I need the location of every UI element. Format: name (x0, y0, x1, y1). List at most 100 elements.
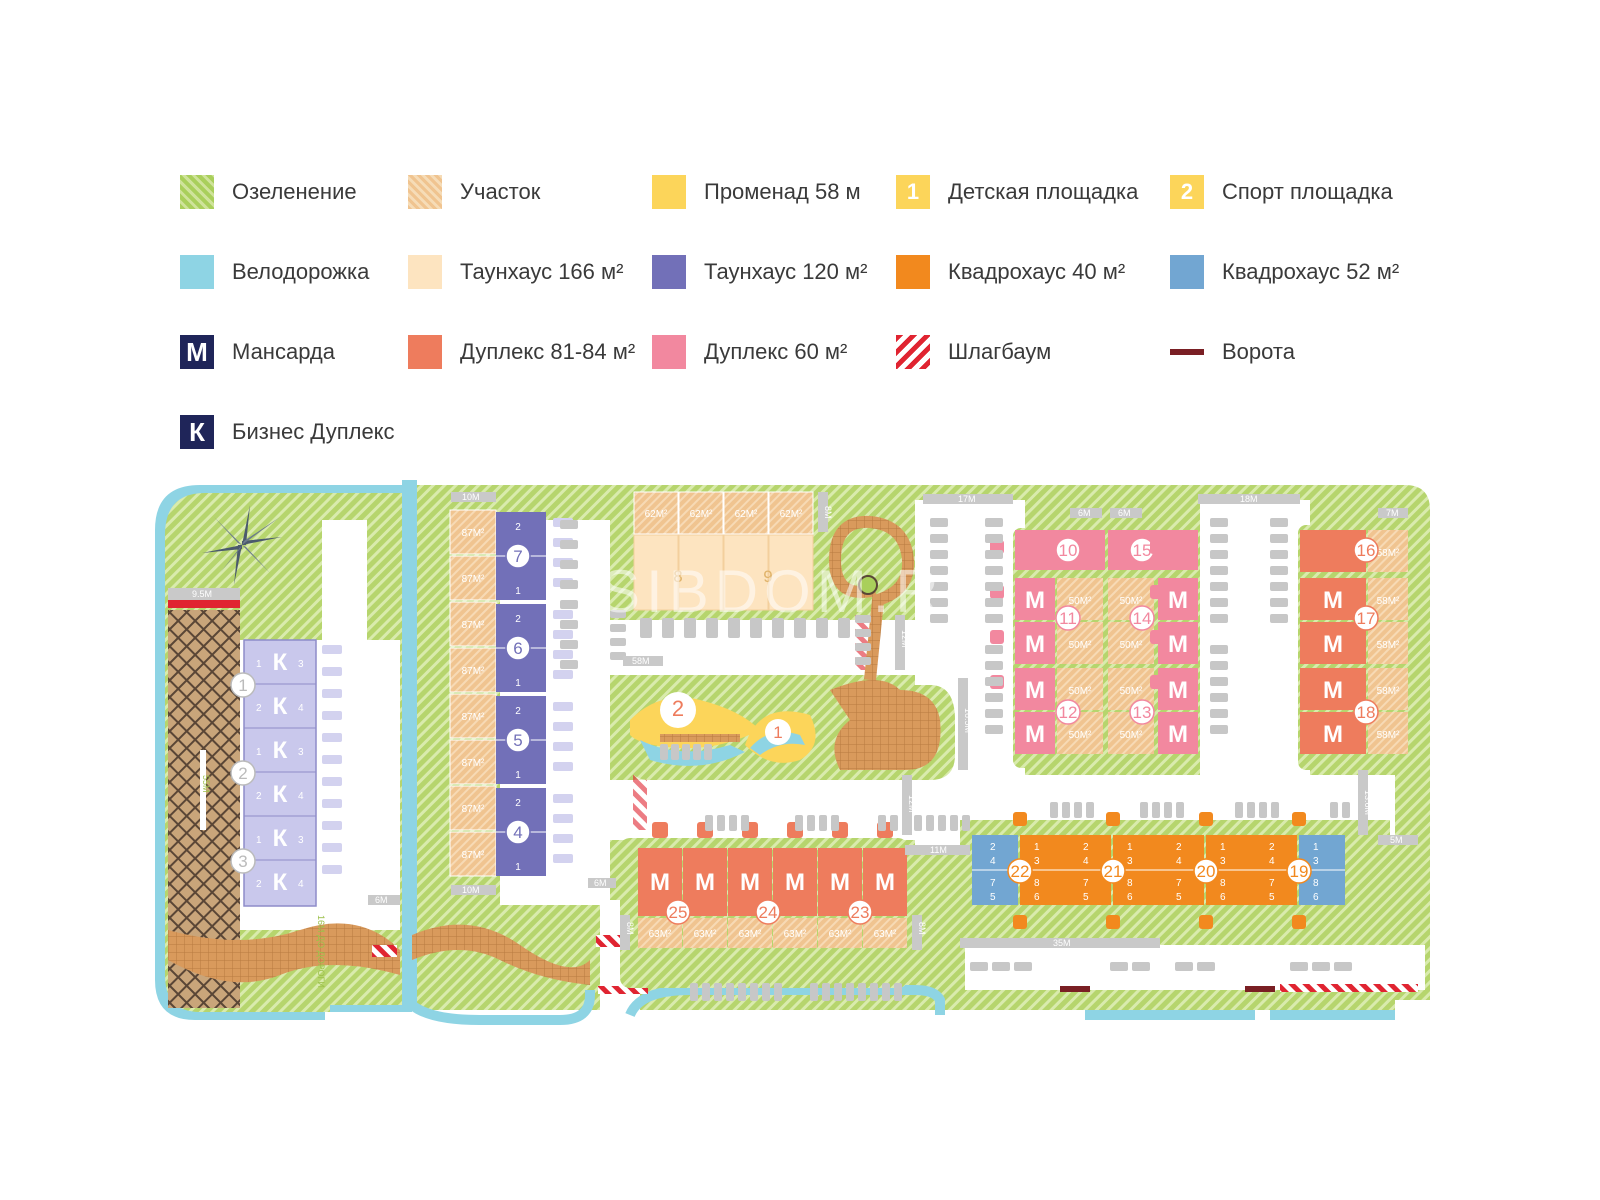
entrance-marker (1150, 630, 1164, 644)
mansard-letter: M (1323, 631, 1343, 658)
parking-space (985, 661, 1003, 670)
parking-space (322, 733, 342, 742)
duplex-60-unit (1158, 712, 1198, 754)
unit-number: 1 (515, 586, 521, 597)
mansard-letter: M (650, 869, 670, 896)
plot-area: 87M² (462, 712, 485, 723)
legend-label: Спорт площадка (1222, 179, 1393, 204)
parking-space (1270, 614, 1288, 623)
plot-area: 50M² (1069, 596, 1092, 607)
townhouse-166-unit (678, 534, 724, 611)
unit-number: 1 (1313, 842, 1319, 853)
plot-area: 62M² (645, 509, 668, 520)
entrance-marker (1292, 915, 1306, 929)
dim-to-road: 16M ДО ДОРОГИ (316, 915, 326, 988)
legend-item: Велодорожка (180, 255, 369, 289)
mansard-letter: M (740, 869, 760, 896)
parking-space (322, 865, 342, 874)
group-number: 15 (1133, 541, 1152, 560)
group-number: 16 (1357, 541, 1376, 560)
parking-space (834, 983, 842, 1001)
legend-label: Таунхаус 120 м² (704, 259, 868, 284)
unit-number: 8 (1034, 878, 1040, 889)
entrance-marker (1150, 585, 1164, 599)
parking-space (1235, 802, 1243, 818)
parking-space (322, 755, 342, 764)
parking-space (1074, 802, 1082, 818)
unit-number: 4 (298, 791, 304, 802)
unit-number: 2 (256, 791, 262, 802)
svg-text:2: 2 (672, 696, 684, 721)
plot-area: 58M² (1377, 640, 1400, 651)
business-letter: К (273, 737, 288, 764)
parking-space (322, 667, 342, 676)
plot (768, 491, 814, 535)
plot-area: 50M² (1120, 686, 1143, 697)
plot (683, 918, 727, 948)
plot-area: 58M² (1377, 548, 1400, 559)
plot (449, 509, 497, 555)
parking-space (985, 677, 1003, 686)
parking-space (560, 600, 578, 609)
duplex-south-unit (683, 848, 727, 916)
parking-space (1210, 582, 1228, 591)
mansard-letter: M (1025, 587, 1045, 614)
parking-space (1270, 550, 1288, 559)
parking-space (553, 834, 573, 843)
business-letter: К (273, 649, 288, 676)
duplex-84-unit (1300, 712, 1366, 754)
unit-number: 7 (1269, 878, 1275, 889)
parking-space (774, 983, 782, 1001)
unit-number: 1 (1034, 842, 1040, 853)
parking-space (1014, 962, 1032, 971)
parking-space (1210, 725, 1228, 734)
unit-number: 3 (1220, 856, 1226, 867)
plot (449, 739, 497, 785)
svg-text:6M: 6M (375, 895, 388, 905)
plot-area: 50M² (1069, 640, 1092, 651)
plot-area: 62M² (780, 509, 803, 520)
plot-area: 62M² (690, 509, 713, 520)
parking-space (1152, 802, 1160, 818)
parking-space (1259, 802, 1267, 818)
parking-space (838, 618, 850, 638)
parking-space (1197, 962, 1215, 971)
parking-space (553, 610, 573, 619)
parking-space (870, 983, 878, 1001)
parking-space (322, 777, 342, 786)
parking-space (729, 815, 737, 831)
parking-space (985, 534, 1003, 543)
mansard-letter: M (1168, 631, 1188, 658)
svg-text:13.6M: 13.6M (1363, 790, 1373, 815)
legend-swatch-barrier (896, 335, 930, 369)
plot (863, 918, 907, 948)
parking-space (882, 983, 890, 1001)
parking-space (962, 815, 970, 831)
legend-swatch-yellow: 1 (896, 175, 930, 209)
parking-space (750, 618, 762, 638)
mansard-letter: M (1323, 587, 1343, 614)
townhouse-166-unit (723, 534, 769, 611)
parking-space (1270, 582, 1288, 591)
plot-area: 87M² (462, 666, 485, 677)
mansard-letter: M (1168, 721, 1188, 748)
plot (773, 918, 817, 948)
unit-number: 3 (298, 659, 304, 670)
unit-number: 2 (1083, 842, 1089, 853)
parking-space (322, 711, 342, 720)
group-number: 11 (1059, 609, 1077, 628)
dimensions: 10M 10M 17M 18M 6M 6M 7M 58M 12M 16.5M 1… (368, 492, 1418, 950)
parking-space (726, 983, 734, 1001)
group-number-badge (230, 760, 256, 786)
plot (449, 601, 497, 647)
legend-item: Таунхаус 120 м² (652, 255, 867, 289)
legend-label: Детская площадка (948, 179, 1139, 204)
parking-space (690, 983, 698, 1001)
legend-swatch-yellow (652, 175, 686, 209)
parking-space (794, 618, 806, 638)
parking-space (985, 614, 1003, 623)
